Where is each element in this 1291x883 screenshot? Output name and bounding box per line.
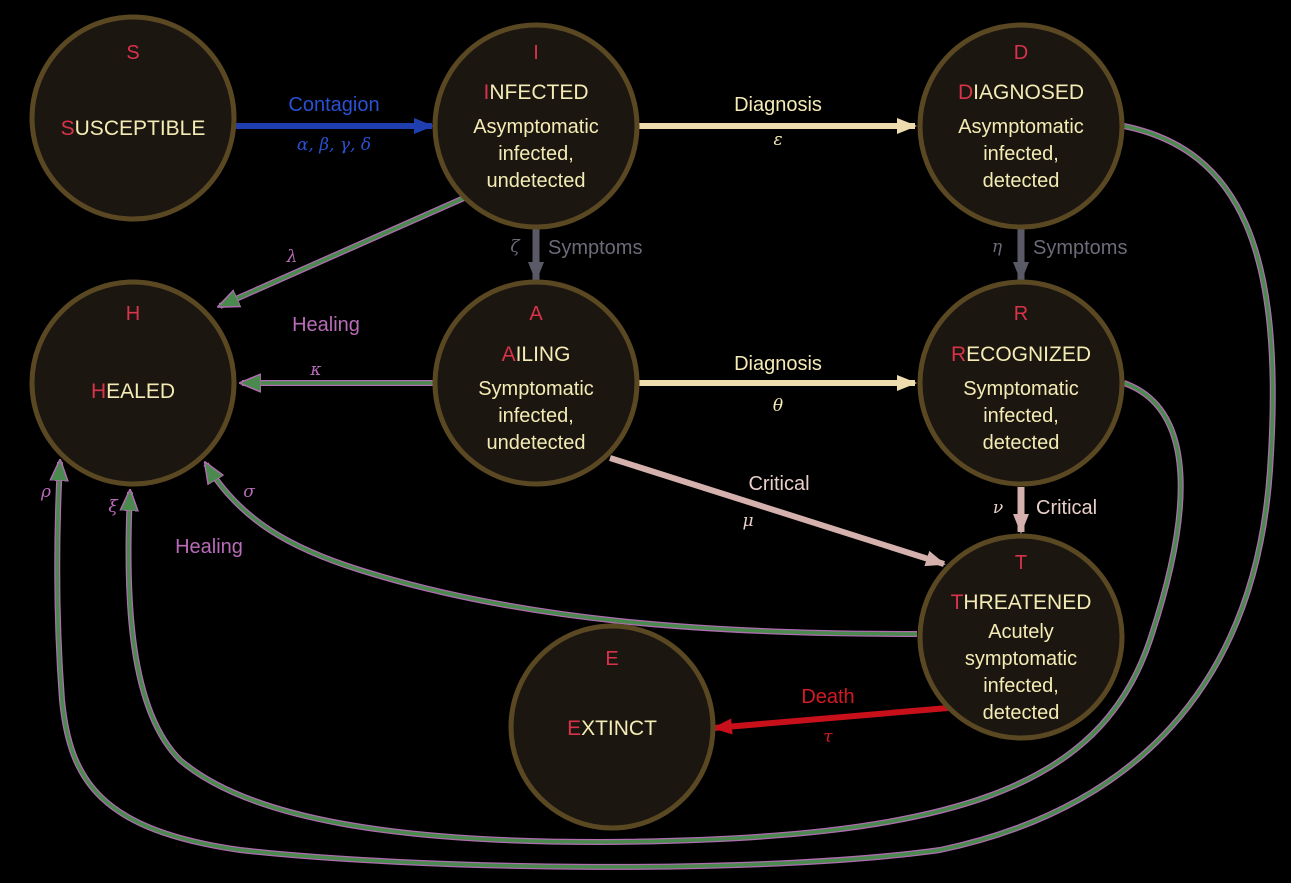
- state-letter: A: [529, 303, 543, 325]
- symptoms-d-r-label: Symptoms: [1033, 237, 1127, 259]
- node-recognized: R RECOGNIZED Symptomatic infected, detec…: [917, 279, 1125, 487]
- state-letter: S: [126, 42, 139, 64]
- state-name: RECOGNIZED: [951, 343, 1091, 366]
- state-name: EXTINCT: [567, 717, 657, 740]
- state-letter: I: [533, 42, 539, 64]
- symptoms-i-a-param: ζ: [510, 237, 521, 257]
- contagion-label: Contagion: [288, 94, 379, 116]
- state-desc: Symptomatic: [478, 378, 594, 400]
- edge-labels: Contagion α, β, γ, δ Diagnosis ε Diagnos…: [40, 94, 1127, 747]
- contagion-params: α, β, γ, δ: [297, 135, 371, 155]
- node-ailing: A AILING Symptomatic infected, undetecte…: [432, 279, 640, 487]
- heal-a-param: κ: [309, 360, 321, 380]
- state-name: HEALED: [91, 380, 175, 403]
- heal-i-param: λ: [286, 247, 298, 267]
- state-desc: undetected: [487, 170, 586, 192]
- state-desc: infected,: [983, 143, 1059, 165]
- node-healed: H HEALED: [29, 279, 237, 487]
- node-extinct: E EXTINCT: [508, 623, 716, 831]
- state-desc: infected,: [983, 675, 1059, 697]
- state-desc: undetected: [487, 432, 586, 454]
- state-desc: Asymptomatic: [473, 116, 599, 138]
- node-infected: I INFECTED Asymptomatic infected, undete…: [432, 22, 640, 230]
- healing-lower-label: Healing: [175, 536, 243, 558]
- death-arrow: [712, 705, 949, 735]
- critical-a-to-t-arrow: [609, 455, 946, 567]
- state-desc: detected: [983, 702, 1060, 724]
- heal-d-to-h-arrow: [57, 124, 1275, 869]
- critical-r-t-param: ν: [993, 498, 1003, 518]
- state-desc: symptomatic: [965, 648, 1077, 670]
- node-susceptible: S SUSCEPTIBLE: [29, 14, 237, 222]
- state-name: SUSCEPTIBLE: [61, 117, 206, 140]
- state-desc: infected,: [498, 405, 574, 427]
- state-letter: T: [1015, 552, 1027, 574]
- state-letter: H: [126, 303, 140, 325]
- critical-a-t-label: Critical: [748, 473, 809, 495]
- symptoms-d-r-param: η: [992, 237, 1003, 257]
- diagnosis-i-d-label: Diagnosis: [734, 94, 822, 116]
- heal-t-to-h-arrow: [206, 464, 918, 636]
- critical-a-t-param: μ: [742, 511, 753, 531]
- state-desc: Asymptomatic: [958, 116, 1084, 138]
- heal-r-to-h-arrow: [128, 381, 1183, 844]
- state-letter: D: [1014, 42, 1028, 64]
- node-circle: [29, 14, 237, 222]
- state-desc: infected,: [498, 143, 574, 165]
- heal-i-to-h-arrow: [220, 196, 465, 306]
- healing-edges: [57, 123, 1276, 870]
- state-letter: R: [1014, 303, 1028, 325]
- state-desc: infected,: [983, 405, 1059, 427]
- state-desc: Symptomatic: [963, 378, 1079, 400]
- diagnosis-a-r-label: Diagnosis: [734, 353, 822, 375]
- state-name: AILING: [502, 343, 571, 366]
- diagnosis-a-r-param: θ: [773, 396, 783, 416]
- state-desc: Acutely: [988, 621, 1054, 643]
- state-desc: detected: [983, 432, 1060, 454]
- node-diagnosed: D DIAGNOSED Asymptomatic infected, detec…: [917, 22, 1125, 230]
- healing-upper-label: Healing: [292, 314, 360, 336]
- death-param: τ: [823, 727, 833, 747]
- state-name: DIAGNOSED: [958, 81, 1084, 104]
- heal-r-param: ξ: [108, 497, 119, 517]
- transition-edges: [236, 118, 1029, 735]
- state-letter: E: [605, 648, 618, 670]
- heal-d-param: ρ: [40, 482, 51, 502]
- death-label: Death: [801, 686, 854, 708]
- node-threatened: T THREATENED Acutely symptomatic infecte…: [917, 533, 1125, 741]
- state-name: THREATENED: [951, 591, 1092, 614]
- diagnosis-i-d-param: ε: [773, 130, 782, 150]
- state-name: INFECTED: [483, 81, 588, 104]
- heal-t-param: σ: [243, 482, 255, 502]
- critical-r-t-label: Critical: [1036, 497, 1097, 519]
- state-desc: detected: [983, 170, 1060, 192]
- symptoms-i-a-label: Symptoms: [548, 237, 642, 259]
